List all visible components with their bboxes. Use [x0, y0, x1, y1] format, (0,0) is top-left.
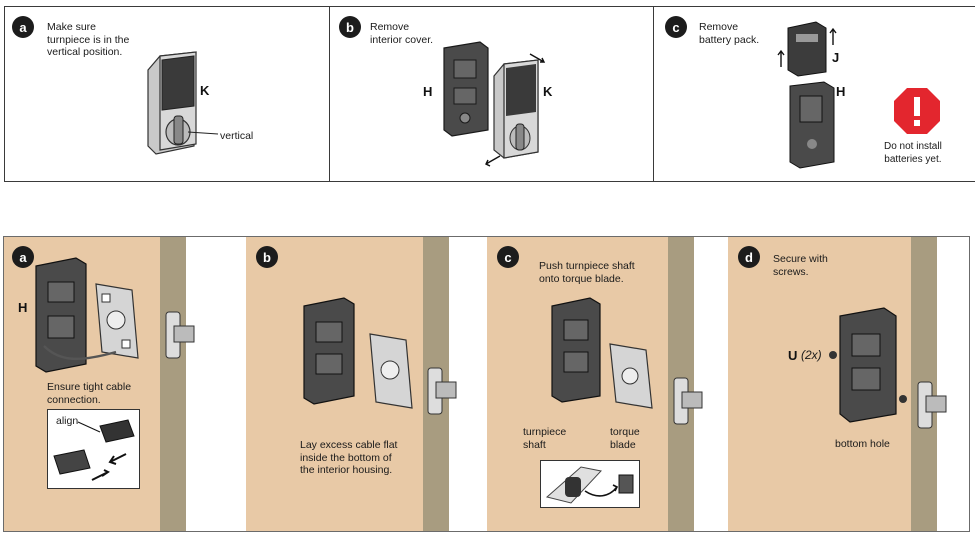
battery-pack-illustration: [787, 21, 827, 77]
arrow-up-icon: [777, 49, 785, 67]
label-k-top-a: K: [200, 83, 210, 98]
interior-housing-illustration: [303, 297, 355, 405]
interior-housing-open-illustration: [789, 81, 835, 169]
mounting-plate-illustration: [609, 343, 653, 409]
mounting-plate-illustration: [95, 283, 139, 359]
arrow-up-icon: [829, 27, 837, 45]
cable-illustration: [43, 345, 117, 361]
label-h-top-c: H: [836, 84, 846, 99]
label-h-bottom-a: H: [18, 300, 28, 315]
connector-inset: align: [47, 409, 140, 489]
step-badge-bottom-d: d: [738, 246, 760, 268]
stop-warning-icon: [894, 88, 940, 134]
exterior-lock-illustration: [493, 59, 539, 159]
label-torque-blade: torque blade: [610, 426, 640, 451]
label-bottom-hole: bottom hole: [835, 438, 890, 450]
step-badge-top-a: a: [12, 16, 34, 38]
label-u: U: [788, 348, 798, 363]
label-k-top-b: K: [543, 84, 553, 99]
arrow-down-left-icon: [485, 155, 501, 167]
step-badge-bottom-a: a: [12, 246, 34, 268]
step-badge-bottom-b: b: [256, 246, 278, 268]
shaft-blade-illustration: [545, 466, 634, 504]
label-h-top-b: H: [423, 84, 433, 99]
label-align: align: [56, 415, 79, 427]
deadbolt-illustration: [917, 381, 947, 429]
bottom-step-a-caption: Ensure tight cable connection.: [47, 381, 132, 406]
label-turnpiece-shaft: turnpiece shaft: [523, 426, 567, 451]
door-edge-a: [160, 236, 186, 532]
label-j: J: [832, 50, 840, 65]
lock-front-illustration: [147, 51, 219, 155]
step-badge-bottom-c: c: [497, 246, 519, 268]
top-step-a-caption: Make sure turnpiece is in the vertical p…: [47, 21, 130, 58]
step-badge-top-b: b: [339, 16, 361, 38]
step-badge-top-c: c: [665, 16, 687, 38]
deadbolt-illustration: [673, 377, 703, 425]
screw-icon: [899, 395, 907, 403]
top-step-c-caption: Remove battery pack.: [699, 21, 760, 46]
interior-housing-illustration: [551, 297, 601, 403]
screw-icon: [829, 351, 837, 359]
top-step-b-caption: Remove interior cover.: [370, 21, 434, 46]
deadbolt-illustration: [427, 367, 457, 415]
interior-housing-illustration: [35, 257, 87, 373]
deadbolt-illustration: [165, 311, 195, 359]
bottom-step-d-caption: Secure with screws.: [773, 253, 828, 278]
mounting-plate-illustration: [369, 333, 413, 409]
shaft-blade-inset: [540, 460, 640, 508]
bottom-step-c-caption: Push turnpiece shaft onto torque blade.: [539, 260, 635, 285]
bottom-step-b-caption: Lay excess cable flat inside the bottom …: [300, 439, 398, 476]
interior-housing-illustration: [443, 41, 489, 137]
top-step-b-panel: [329, 6, 654, 182]
warning-text: Do not install batteries yet.: [884, 141, 942, 165]
arrow-up-right-icon: [529, 53, 546, 63]
label-vertical: vertical: [220, 130, 254, 142]
connector-illustration: [53, 419, 135, 481]
interior-housing-illustration: [839, 307, 897, 423]
label-u-quantity: (2x): [801, 348, 822, 362]
